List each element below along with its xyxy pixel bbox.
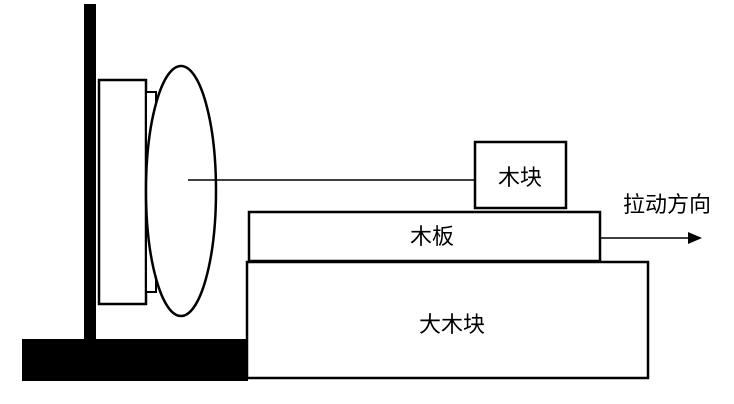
wall-post bbox=[84, 4, 96, 344]
pull-arrow-head bbox=[688, 232, 702, 244]
large-block-label: 大木块 bbox=[419, 313, 485, 338]
spring-scale-body bbox=[97, 78, 148, 306]
board-label: 木板 bbox=[410, 225, 454, 250]
small-block bbox=[473, 140, 568, 210]
base-slab bbox=[22, 339, 248, 381]
board bbox=[247, 210, 602, 263]
spring-scale-dial bbox=[144, 64, 218, 318]
small-block-label: 木块 bbox=[498, 166, 542, 191]
large-block bbox=[245, 260, 650, 380]
pull-direction-label: 拉动方向 bbox=[623, 193, 711, 218]
